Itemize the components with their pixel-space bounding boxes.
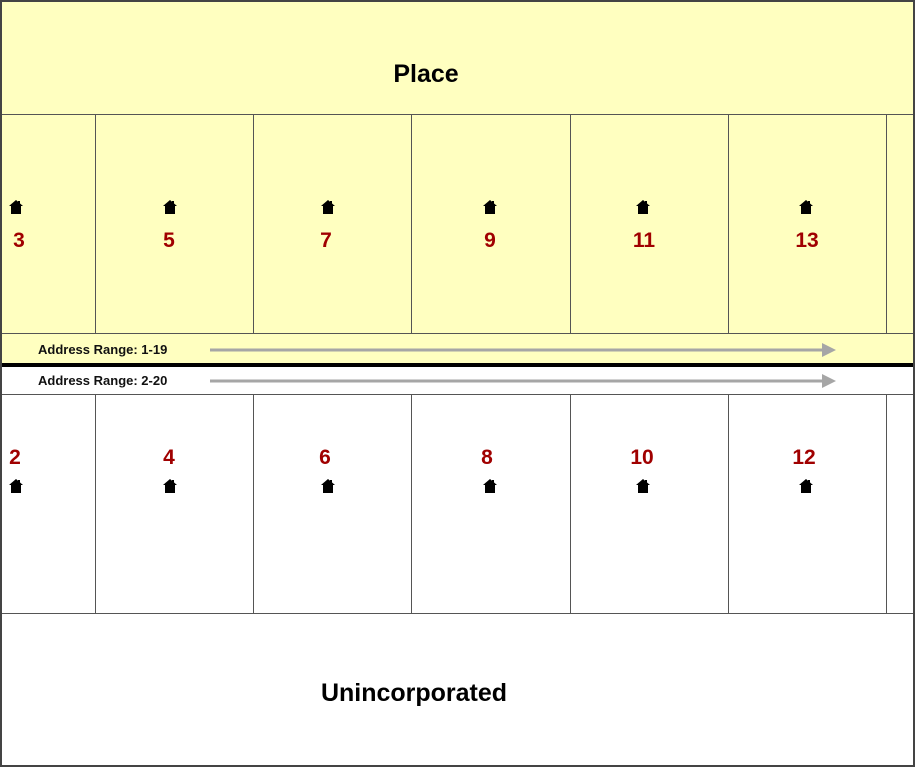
place-region bbox=[2, 2, 913, 114]
unincorporated-parcel-partial bbox=[886, 394, 913, 614]
house-icon bbox=[9, 200, 23, 214]
house-icon bbox=[483, 479, 497, 493]
unincorporated-address-number: 8 bbox=[481, 446, 493, 469]
house-icon bbox=[799, 479, 813, 493]
unincorporated-address-number: 6 bbox=[319, 446, 331, 469]
unincorporated-parcel bbox=[411, 394, 571, 614]
odd-range-arrow bbox=[210, 343, 836, 357]
house-icon bbox=[163, 200, 177, 214]
place-parcel bbox=[253, 114, 412, 334]
place-address-number: 3 bbox=[13, 229, 25, 252]
place-address-number: 9 bbox=[484, 229, 496, 252]
house-icon bbox=[163, 479, 177, 493]
place-parcel bbox=[728, 114, 887, 334]
unincorporated-label: Unincorporated bbox=[320, 679, 508, 707]
place-label: Place bbox=[393, 60, 459, 88]
unincorporated-address-number: 4 bbox=[163, 446, 175, 469]
house-icon bbox=[636, 200, 650, 214]
unincorporated-address-number: 2 bbox=[9, 446, 21, 469]
place-address-number: 5 bbox=[163, 229, 175, 252]
unincorporated-address-number: 12 bbox=[792, 446, 816, 469]
even-range-arrow bbox=[210, 374, 836, 388]
unincorporated-parcel bbox=[570, 394, 729, 614]
unincorporated-address-number: 10 bbox=[630, 446, 654, 469]
place-address-number: 11 bbox=[632, 229, 656, 252]
road-centerline bbox=[2, 363, 913, 367]
house-icon bbox=[321, 479, 335, 493]
house-icon bbox=[483, 200, 497, 214]
even-range-label: Address Range: 2-20 bbox=[38, 373, 168, 388]
place-parcel-partial bbox=[886, 114, 913, 334]
place-parcel bbox=[2, 114, 96, 334]
place-parcel bbox=[411, 114, 571, 334]
unincorporated-parcel bbox=[728, 394, 887, 614]
house-icon bbox=[9, 479, 23, 493]
place-parcel bbox=[570, 114, 729, 334]
unincorporated-region bbox=[2, 613, 913, 765]
house-icon bbox=[636, 479, 650, 493]
place-address-number: 13 bbox=[795, 229, 819, 252]
unincorporated-parcel bbox=[95, 394, 254, 614]
odd-range-label: Address Range: 1-19 bbox=[38, 342, 168, 357]
place-address-number: 7 bbox=[320, 229, 332, 252]
unincorporated-parcel bbox=[253, 394, 412, 614]
house-icon bbox=[799, 200, 813, 214]
unincorporated-parcel bbox=[2, 394, 96, 614]
house-icon bbox=[321, 200, 335, 214]
